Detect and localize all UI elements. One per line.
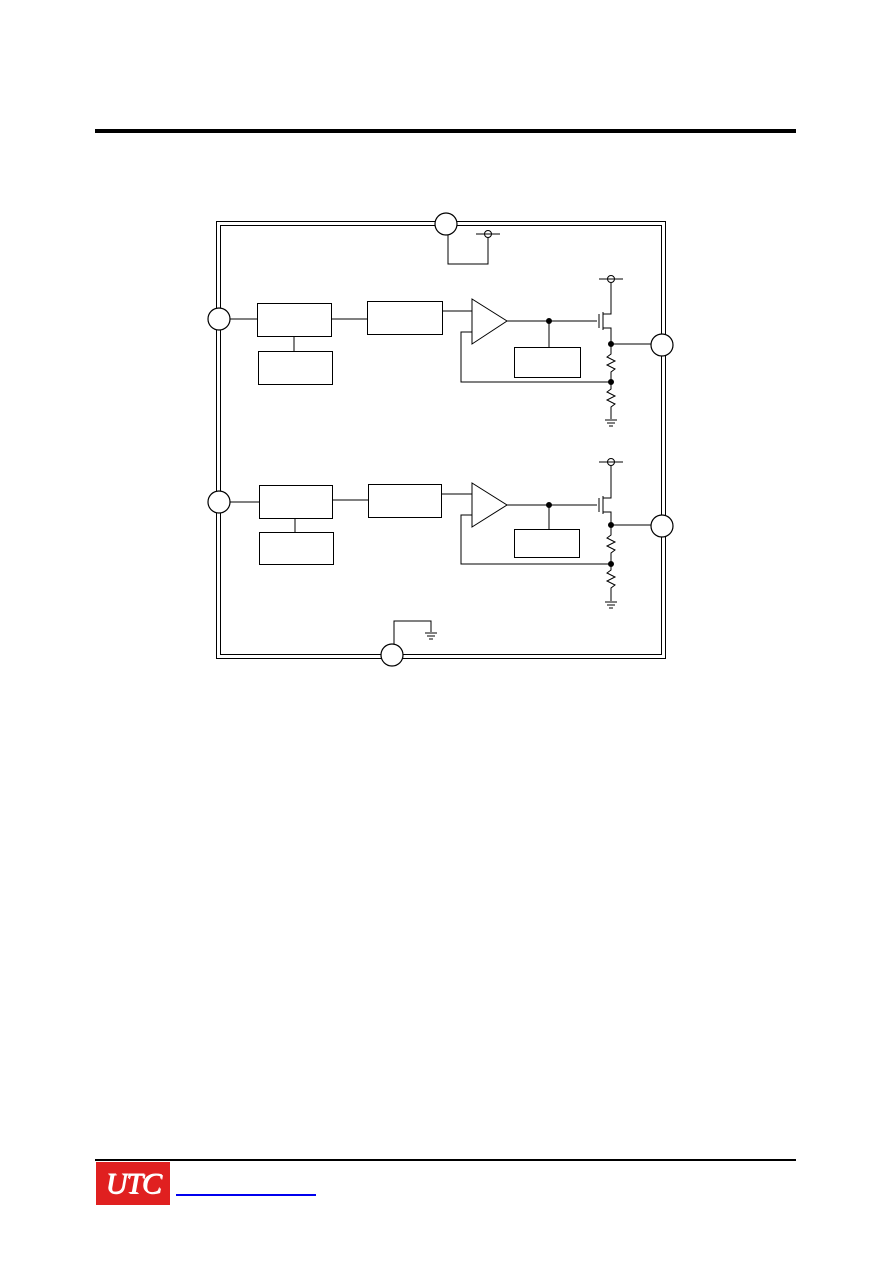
ch1-input-block — [257, 303, 332, 337]
ch1-middle-block — [367, 301, 443, 335]
ch1-feedback-wire — [460, 331, 611, 383]
pin-left-1 — [207, 307, 231, 331]
package-outline-outer — [216, 221, 666, 659]
pin-top — [434, 212, 458, 236]
ch1-side-block — [514, 347, 581, 378]
ch2-drain — [603, 472, 612, 499]
ch2-input-block — [259, 485, 333, 519]
package-outline-inner — [220, 225, 662, 655]
ch1-resistor-bottom — [605, 382, 617, 419]
ch2-resistor-bottom — [605, 564, 617, 601]
footer-rule — [95, 1159, 796, 1161]
ch2-resistor-top — [605, 525, 617, 564]
ch2-source — [603, 511, 612, 525]
logo-text: UTC — [105, 1166, 161, 1200]
ch1-source — [603, 327, 612, 344]
ch2-side-block — [514, 529, 580, 558]
pin-right-2 — [650, 514, 674, 538]
ch1-sub-block — [258, 351, 333, 385]
top-pin-wire — [447, 235, 489, 265]
utc-logo: UTC — [96, 1162, 170, 1205]
ch2-amplifier — [471, 482, 508, 528]
website-link[interactable] — [176, 1194, 316, 1196]
ch1-amplifier — [471, 298, 508, 345]
ch1-drain — [603, 289, 612, 315]
ch1-resistor-top — [605, 344, 617, 382]
ch2-sub-block — [259, 532, 334, 565]
pin-bottom — [380, 643, 404, 667]
ch2-middle-block — [368, 484, 442, 518]
pin-right-1 — [650, 333, 674, 357]
header-rule — [95, 129, 796, 133]
bottom-pin-wire — [393, 620, 432, 644]
ch2-feedback-wire — [460, 514, 611, 565]
pin-left-2 — [207, 490, 231, 514]
